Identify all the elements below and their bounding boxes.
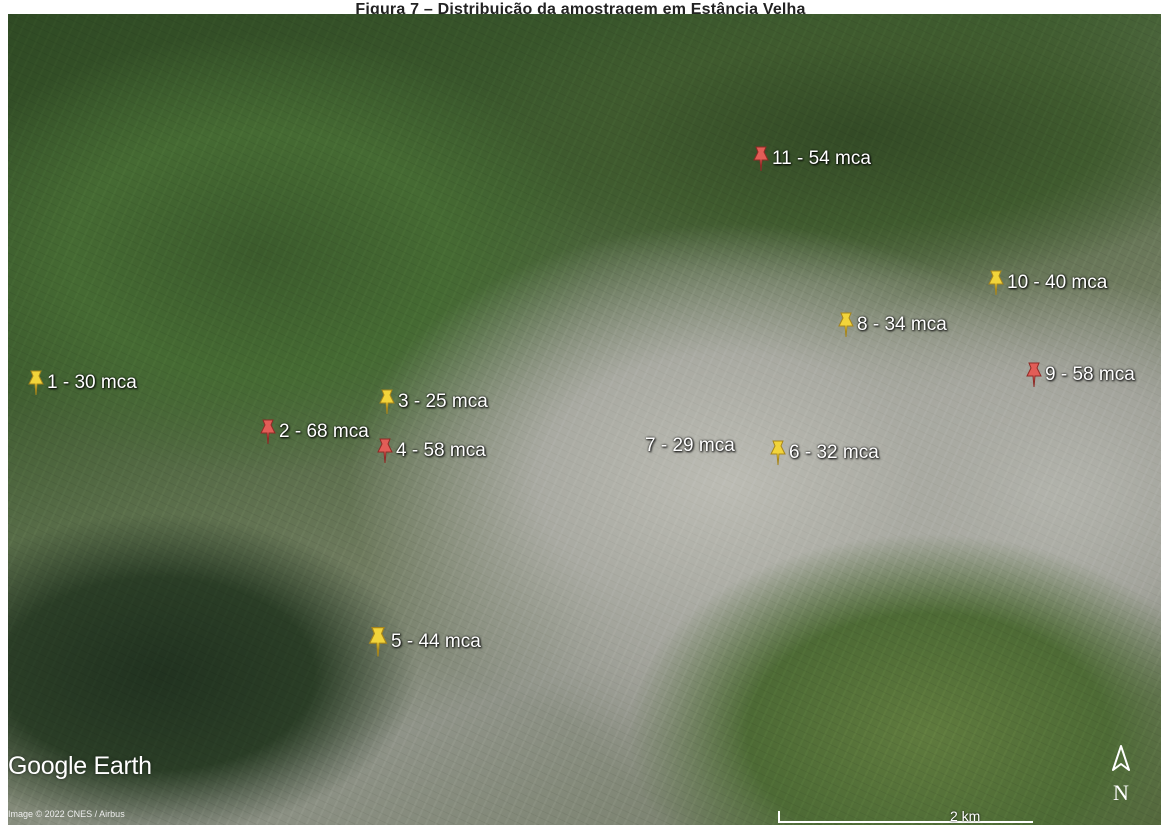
sample-marker-5[interactable]: 5 - 44 mca <box>366 626 481 658</box>
marker-label: 2 - 68 mca <box>279 421 369 442</box>
pushpin-icon <box>379 389 395 415</box>
map-texture <box>8 14 1161 825</box>
sample-marker-4[interactable]: 4 - 58 mca <box>375 438 486 464</box>
marker-label: 6 - 32 mca <box>789 442 879 463</box>
marker-label: 9 - 58 mca <box>1045 364 1135 385</box>
marker-label: 1 - 30 mca <box>47 372 137 393</box>
sample-marker-3[interactable]: 3 - 25 mca <box>377 389 488 415</box>
marker-label: 4 - 58 mca <box>396 440 486 461</box>
pushpin-icon <box>368 627 388 657</box>
scale-tick <box>778 811 780 823</box>
sample-marker-1[interactable]: 1 - 30 mca <box>26 370 137 396</box>
sample-marker-8[interactable]: 8 - 34 mca <box>836 312 947 338</box>
marker-label: 5 - 44 mca <box>391 631 481 652</box>
sample-marker-10[interactable]: 10 - 40 mca <box>986 270 1107 296</box>
pushpin-icon <box>1026 362 1042 388</box>
sample-marker-11[interactable]: 11 - 54 mca <box>751 146 871 172</box>
scale-line <box>778 821 1033 823</box>
pushpin-icon <box>770 440 786 466</box>
marker-label: 8 - 34 mca <box>857 314 947 335</box>
pushpin-icon <box>838 312 854 338</box>
imagery-credits: Image © 2022 CNES / Airbus <box>8 809 125 819</box>
pushpin-icon <box>28 370 44 396</box>
sample-label-7[interactable]: 7 - 29 mca <box>645 435 735 456</box>
satellite-map[interactable]: 1 - 30 mca 2 - 68 mca 3 - 25 mca 4 - 58 … <box>8 14 1161 825</box>
pushpin-icon <box>377 438 393 464</box>
marker-label: 10 - 40 mca <box>1007 272 1108 293</box>
figure-caption: Figura 7 – Distribuição da amostragem em… <box>355 1 806 18</box>
scale-bar: 2 km <box>778 808 1033 825</box>
google-earth-logo: Google Earth <box>8 752 152 780</box>
compass-label: N <box>1113 780 1129 805</box>
scale-label: 2 km <box>950 808 981 824</box>
marker-label: 3 - 25 mca <box>398 391 488 412</box>
pushpin-icon <box>988 270 1004 296</box>
sample-marker-9[interactable]: 9 - 58 mca <box>1024 362 1135 388</box>
pushpin-icon <box>260 419 276 445</box>
sample-marker-6[interactable]: 6 - 32 mca <box>768 440 879 466</box>
marker-label: 11 - 54 mca <box>772 148 871 169</box>
sample-marker-2[interactable]: 2 - 68 mca <box>258 419 369 445</box>
pushpin-icon <box>753 146 769 172</box>
north-arrow-icon[interactable]: N <box>1108 742 1134 806</box>
